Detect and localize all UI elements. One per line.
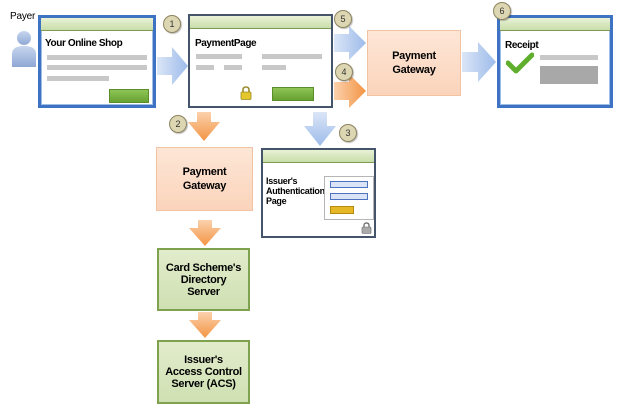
- placeholder-field: [262, 54, 322, 59]
- acs-server: Issuer's Access Control Server (ACS): [157, 340, 250, 404]
- step-1-badge: 1: [163, 15, 181, 33]
- step-4-badge: 4: [335, 63, 353, 81]
- issuer-auth-label: Issuer's Authentication Page: [266, 176, 325, 206]
- placeholder-field: [196, 65, 214, 70]
- directory-line1: Card Scheme's: [165, 261, 242, 274]
- arrow-shop-to-payment-page: [157, 47, 188, 85]
- window-title-bar: [500, 18, 610, 31]
- step-3-badge: 3: [339, 124, 357, 142]
- gateway-top-line2: Gateway: [392, 64, 436, 76]
- directory-line2: Directory: [180, 273, 227, 286]
- user-icon: [12, 31, 36, 67]
- payment-gateway-left: Payment Gateway: [156, 147, 253, 211]
- placeholder-line: [47, 65, 147, 70]
- online-shop-title: Your Online Shop: [45, 38, 123, 49]
- arrow-payment-page-to-gateway: [334, 26, 366, 60]
- arrow-directory-to-acs: [189, 312, 221, 338]
- gateway-left-line2: Gateway: [182, 180, 227, 192]
- auth-submit-button[interactable]: [330, 206, 354, 214]
- placeholder-line: [47, 76, 109, 81]
- payment-page-title: PaymentPage: [195, 38, 257, 49]
- directory-server: Card Scheme's Directory Server: [157, 248, 250, 311]
- online-shop-window: Your Online Shop: [38, 15, 156, 108]
- checkmark-icon: [506, 52, 534, 74]
- issuer-auth-line1: Issuer's: [266, 176, 298, 186]
- acs-line1: Issuer's: [184, 354, 223, 366]
- arrow-step4-orange: [334, 74, 366, 108]
- payer-label: Payer: [10, 11, 36, 22]
- receipt-title: Receipt: [505, 40, 539, 51]
- grey-padlock-icon: [361, 222, 372, 234]
- payment-gateway-top: Payment Gateway: [367, 30, 461, 96]
- placeholder-line: [540, 55, 598, 60]
- pay-button[interactable]: [272, 87, 314, 101]
- gateway-left-line1: Payment: [182, 166, 227, 178]
- arrow-gateway-to-directory: [189, 220, 221, 246]
- directory-line3: Server: [187, 285, 220, 298]
- window-title-bar: [263, 150, 374, 163]
- acs-line3: Server (ACS): [171, 378, 236, 390]
- shop-checkout-button[interactable]: [109, 89, 149, 103]
- placeholder-field: [224, 65, 242, 70]
- step-5-badge: 5: [334, 10, 352, 28]
- placeholder-line: [47, 55, 147, 60]
- placeholder-field: [196, 54, 242, 59]
- arrow-step3-blue: [304, 112, 336, 146]
- acs-line2: Access Control: [165, 366, 242, 378]
- arrow-step2-orange: [188, 112, 220, 141]
- window-title-bar: [190, 16, 331, 29]
- gateway-top-line1: Payment: [392, 50, 436, 62]
- auth-input-1[interactable]: [330, 181, 368, 188]
- window-title-bar: [41, 18, 153, 31]
- placeholder-block: [540, 66, 598, 84]
- payment-page-window: PaymentPage: [188, 14, 333, 108]
- issuer-auth-line2: Authentication: [266, 186, 325, 196]
- receipt-window: Receipt: [497, 15, 613, 108]
- auth-input-2[interactable]: [330, 193, 368, 200]
- issuer-auth-window: Issuer's Authentication Page: [261, 148, 376, 238]
- issuer-auth-line3: Page: [266, 196, 287, 206]
- step-6-badge: 6: [493, 2, 511, 20]
- step-2-badge: 2: [169, 115, 187, 133]
- auth-form-panel: [324, 176, 374, 220]
- placeholder-field: [262, 65, 286, 70]
- arrow-gateway-to-receipt: [462, 42, 496, 82]
- padlock-icon: [240, 86, 252, 100]
